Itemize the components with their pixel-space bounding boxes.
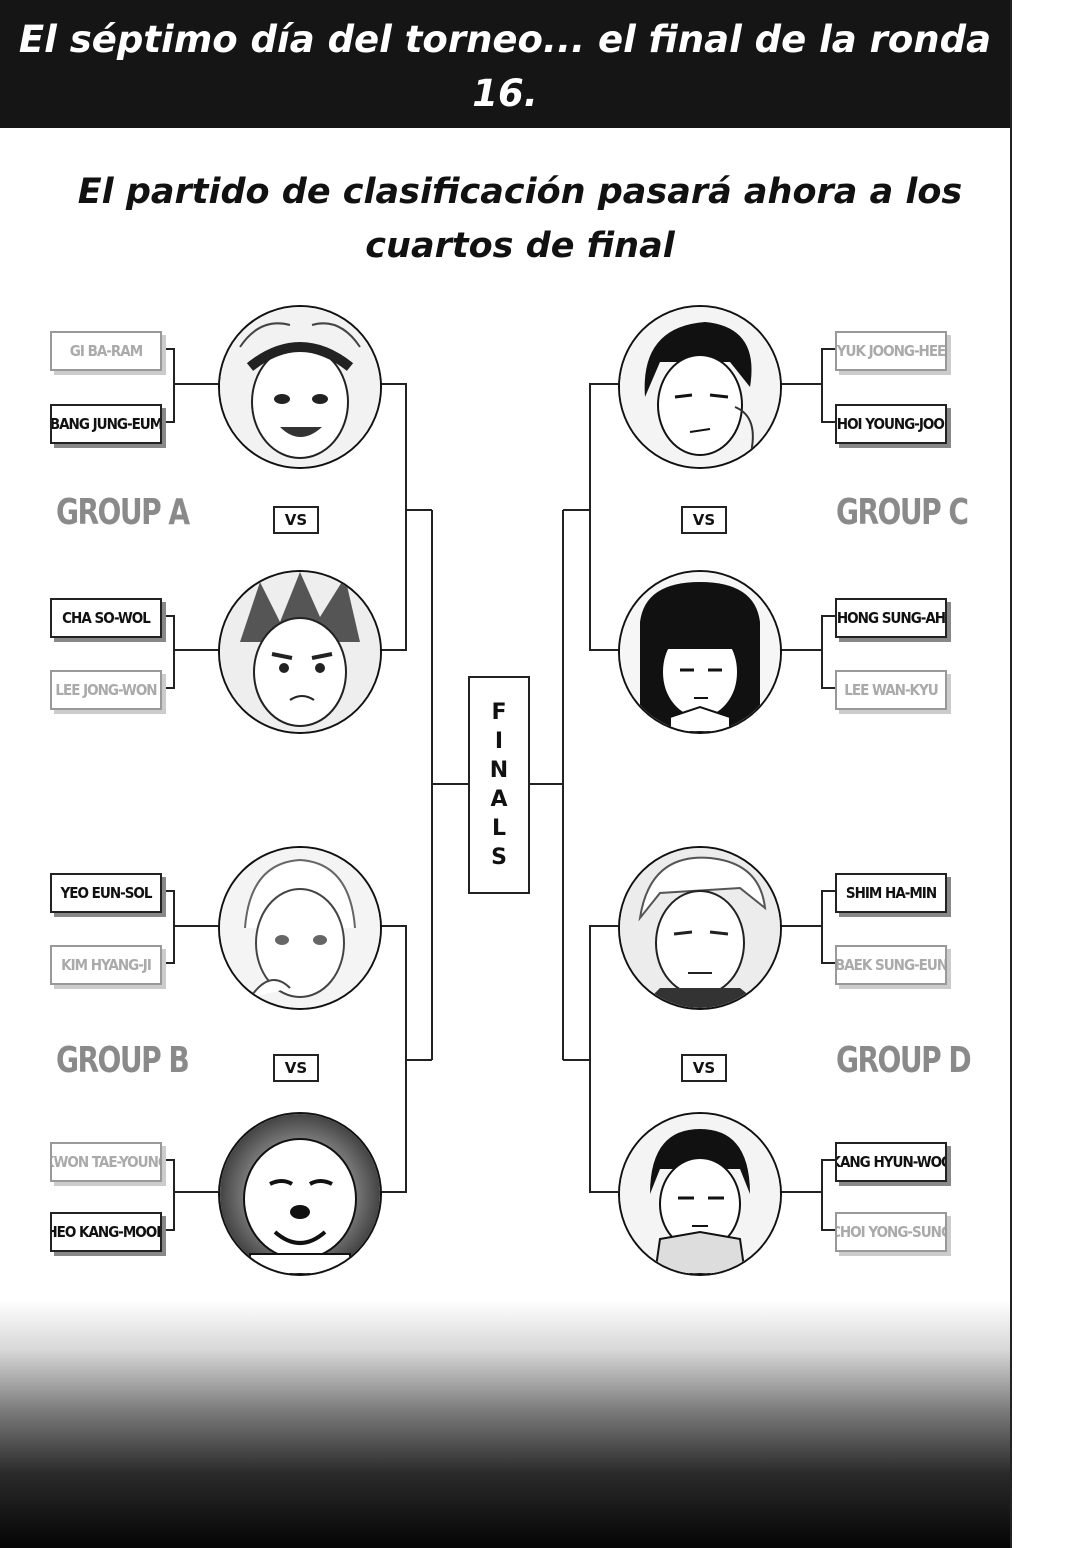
finals-letter-f: F bbox=[491, 700, 507, 725]
portrait-hong-sung-ah bbox=[618, 570, 782, 734]
vs-badge-d: VS bbox=[681, 1054, 727, 1082]
group-c-label: GROUP C bbox=[836, 492, 969, 533]
player-gi-ba-ram: GI BA-RAM bbox=[50, 331, 162, 371]
player-kwon-tae-young: KWON TAE-YOUNG bbox=[50, 1142, 162, 1182]
finals-letter-s: S bbox=[491, 845, 507, 870]
player-kang-hyun-woo: KANG HYUN-WOO bbox=[835, 1142, 947, 1182]
finals-letter-a: A bbox=[490, 787, 508, 812]
player-lee-jong-won: LEE JONG-WON bbox=[50, 670, 162, 710]
player-yuk-joong-hee: YUK JOONG-HEE bbox=[835, 331, 947, 371]
player-lee-wan-kyu: LEE WAN-KYU bbox=[835, 670, 947, 710]
player-cha-so-wol: CHA SO-WOL bbox=[50, 598, 162, 638]
portrait-heo-kang-mook bbox=[218, 1112, 382, 1276]
vs-badge-a: VS bbox=[273, 506, 319, 534]
finals-letter-n: N bbox=[489, 758, 509, 783]
bottom-gradient bbox=[0, 1300, 1010, 1548]
vs-badge-c: VS bbox=[681, 506, 727, 534]
subtitle-line-1: El partido de clasificación pasará ahora… bbox=[77, 172, 963, 212]
finals-box: F I N A L S bbox=[468, 676, 530, 894]
header-banner: El séptimo día del torneo... el final de… bbox=[0, 0, 1010, 128]
player-shim-ha-min: SHIM HA-MIN bbox=[835, 873, 947, 913]
portrait-choi-young-joon bbox=[618, 305, 782, 469]
player-hong-sung-ah: HONG SUNG-AH bbox=[835, 598, 947, 638]
group-d-label: GROUP D bbox=[836, 1040, 972, 1081]
player-choi-yong-sung: CHOI YONG-SUNG bbox=[835, 1212, 947, 1252]
header-line-1: El séptimo día del torneo... el final de… bbox=[18, 18, 992, 61]
portrait-bang-jung-eum bbox=[218, 305, 382, 469]
group-a-label: GROUP A bbox=[56, 492, 190, 533]
portrait-kang-hyun-woo bbox=[618, 1112, 782, 1276]
page-edge-strip bbox=[1010, 0, 1080, 1548]
player-yeo-eun-sol: YEO EUN-SOL bbox=[50, 873, 162, 913]
bracket-lines bbox=[162, 348, 835, 1231]
player-bang-jung-eum: BANG JUNG-EUM bbox=[50, 404, 162, 444]
group-b-label: GROUP B bbox=[56, 1040, 190, 1081]
manga-page: El séptimo día del torneo... el final de… bbox=[0, 0, 1010, 1548]
subtitle-line-2: cuartos de final bbox=[365, 226, 675, 266]
player-baek-sung-eun: BAEK SUNG-EUN bbox=[835, 945, 947, 985]
player-heo-kang-mook: HEO KANG-MOOK bbox=[50, 1212, 162, 1252]
finals-letter-i: I bbox=[494, 729, 504, 754]
player-choi-young-joon: CHOI YOUNG-JOON bbox=[835, 404, 947, 444]
finals-letter-l: L bbox=[491, 816, 507, 841]
header-line-2: 16. bbox=[472, 72, 538, 115]
portrait-yeo-eun-sol bbox=[218, 846, 382, 1010]
portrait-cha-so-wol bbox=[218, 570, 382, 734]
player-kim-hyang-ji: KIM HYANG-JI bbox=[50, 945, 162, 985]
vs-badge-b: VS bbox=[273, 1054, 319, 1082]
portrait-shim-ha-min bbox=[618, 846, 782, 1010]
